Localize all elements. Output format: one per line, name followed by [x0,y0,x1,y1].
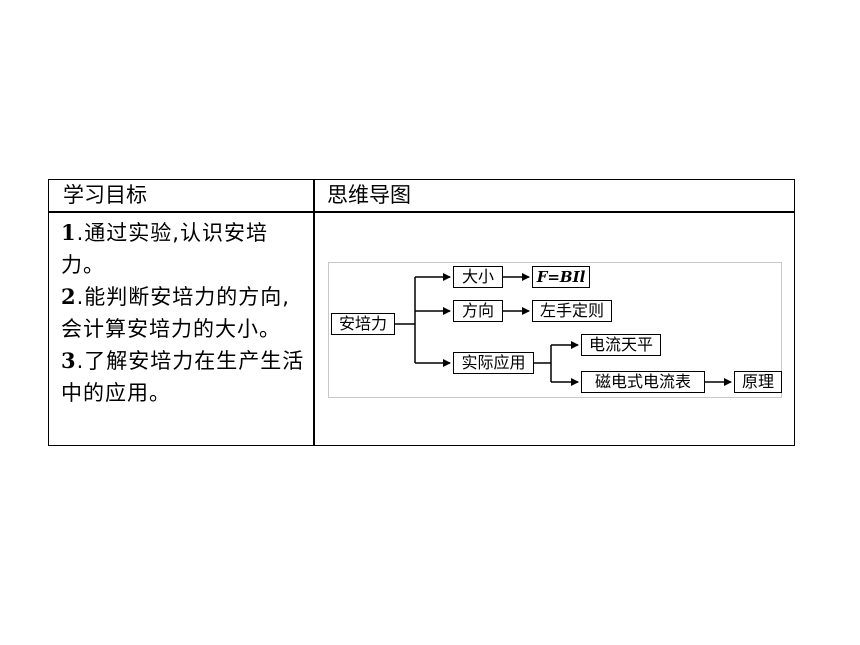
header-divider [49,211,794,213]
learning-goals-list: 1.通过实验,认识安培力。 2.能判断安培力的方向,会计算安培力的大小。 3.了… [61,217,305,409]
mind-map-diagram: 安培力 大小 F=BIl 方向 左手定则 实际应用 电流天平 磁电式电流表 原理 [328,262,782,398]
header-learning-goals: 学习目标 [63,183,147,207]
goal-item: 2.能判断安培力的方向,会计算安培力的大小。 [61,281,305,345]
goal-text: .了解安培力在生产生活中的应用。 [61,349,305,405]
header-mind-map: 思维导图 [327,183,411,207]
node-left-hand-rule: 左手定则 [532,300,612,322]
node-formula: F=BIl [532,266,590,288]
goals-mindmap-table: 学习目标 思维导图 1.通过实验,认识安培力。 2.能判断安培力的方向,会计算安… [48,179,795,446]
node-direction: 方向 [453,300,503,322]
node-root: 安培力 [331,313,395,335]
mind-map-connectors [395,273,732,386]
goal-text: .能判断安培力的方向,会计算安培力的大小。 [61,285,290,341]
goal-item: 1.通过实验,认识安培力。 [61,217,305,281]
node-application: 实际应用 [453,352,534,374]
node-moving-coil-ammeter: 磁电式电流表 [581,371,705,393]
goal-text: .通过实验,认识安培力。 [61,221,268,277]
node-current-balance: 电流天平 [581,334,661,356]
goal-number: 1 [61,220,77,245]
node-principle: 原理 [734,371,782,393]
node-magnitude: 大小 [453,266,503,288]
goal-item: 3.了解安培力在生产生活中的应用。 [61,345,305,409]
goal-number: 2 [61,284,77,309]
column-divider [313,180,315,445]
goal-number: 3 [61,348,77,373]
